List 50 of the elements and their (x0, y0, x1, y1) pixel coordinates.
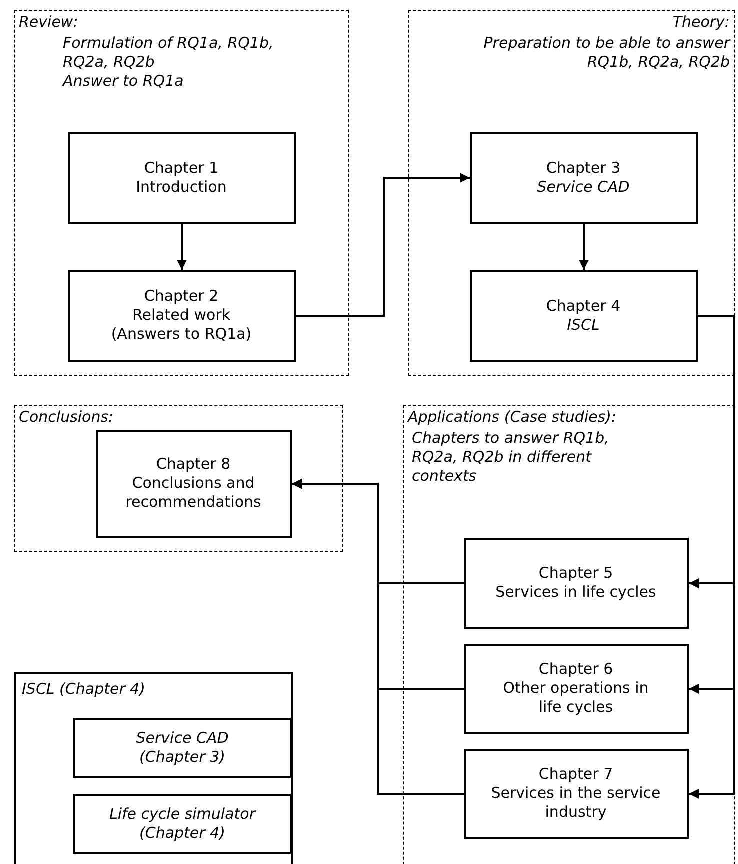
group-description: Chapters to answer RQ1b, RQ2a, RQ2b in different contexts (412, 429, 610, 486)
box-title: Chapter 4 (546, 296, 621, 316)
arrow (689, 315, 735, 799)
arrow (292, 479, 464, 795)
chapter-box (470, 270, 698, 362)
chapter-box (464, 538, 688, 628)
chapter-box (464, 748, 688, 838)
box-title: Chapter 3 (546, 158, 621, 178)
box-description: ISCL (567, 316, 600, 334)
box-title: Chapter 6 (538, 660, 614, 679)
box-description: Service CAD (537, 178, 630, 196)
box-description: Conclusions and recommendations (124, 474, 262, 512)
box-description: Services in the service industry (490, 784, 662, 822)
chapter-box (464, 644, 688, 734)
box-description: Related work (132, 306, 231, 325)
dashed-group-frame (408, 10, 735, 376)
group-heading: Conclusions: (19, 408, 115, 427)
group-description: Formulation of RQ1a, RQ1b, RQ2a, RQ2b (63, 34, 275, 72)
group-heading: Applications (Case studies): (408, 408, 618, 427)
group-description: Preparation to be able to answer RQ1b, RQ2a, RQ2b (482, 34, 730, 72)
dashed-group-frame (403, 405, 735, 864)
box-description: (Chapter 3) (140, 748, 226, 767)
arrow (296, 173, 470, 317)
box-title: Chapter 8 (156, 455, 231, 474)
group-heading: ISCL (Chapter 4) (22, 680, 147, 699)
arrow (579, 224, 589, 270)
box-title: Chapter 5 (538, 564, 614, 583)
box-description: (Chapter 4) (140, 824, 226, 843)
chapter-box (73, 718, 292, 778)
chapter-box (68, 132, 296, 224)
chapter-box (73, 794, 292, 854)
group-heading: Review: (19, 13, 80, 32)
dashed-group-frame (14, 405, 343, 552)
chapter-box (470, 132, 698, 224)
box-title: Chapter 1 (144, 158, 219, 178)
box-title: Life cycle simulator (109, 805, 256, 824)
chapter-box (96, 430, 292, 538)
box-description: Other operations in life cycles (502, 679, 650, 717)
box-description: Introduction (136, 178, 227, 196)
box-title: Chapter 7 (538, 765, 614, 784)
component-box (14, 672, 293, 864)
box-description: (Answers to RQ1a) (111, 325, 252, 344)
dashed-group-frame (14, 10, 349, 376)
chapter-box (68, 270, 296, 362)
box-title: Service CAD (136, 729, 229, 748)
arrow (177, 224, 187, 270)
group-heading: Theory: (672, 13, 730, 32)
box-description: Services in life cycles (496, 583, 656, 602)
group-description: Answer to RQ1a (63, 72, 185, 91)
box-title: Chapter 2 (144, 287, 219, 306)
